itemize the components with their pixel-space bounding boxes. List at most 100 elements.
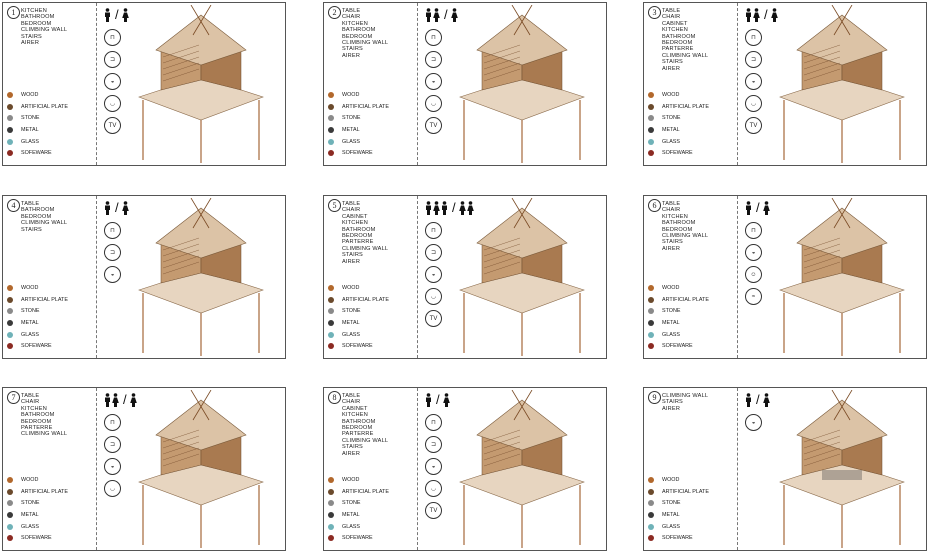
wall-slat [483, 453, 521, 467]
legend-swatch [328, 150, 334, 157]
wall-slat [803, 261, 841, 275]
roof-mast [833, 5, 853, 36]
program-item: STAIRS [21, 226, 42, 233]
wall-slat [803, 249, 841, 263]
legend-swatch [648, 523, 654, 530]
legend-label: GLASS [342, 138, 360, 145]
program-item: CLIMBING WALL [21, 431, 68, 438]
tv-icon: TV [425, 117, 442, 134]
axonometric-house-drawing [138, 198, 264, 356]
wall-slat [803, 44, 841, 58]
legend-label: METAL [21, 512, 39, 519]
table-icon: ⊓ [745, 29, 762, 46]
program-item: TABLE [342, 8, 361, 14]
legend-swatch [648, 92, 654, 99]
person-icon [112, 393, 119, 407]
roof [476, 207, 568, 259]
wall-slat [803, 255, 841, 269]
legend-label: GLASS [662, 523, 680, 530]
legend-entry: METAL [328, 317, 389, 329]
roof-mast [190, 5, 210, 36]
legend-entry: ARTIFICIAL PLATE [7, 294, 68, 306]
wall-slat [162, 453, 200, 467]
tv-icon: TV [745, 117, 762, 134]
floor-platform [459, 269, 585, 314]
legend-label: STONE [21, 308, 40, 315]
legend-entry: WOOD [648, 282, 709, 294]
legend-swatch [328, 127, 334, 134]
program-item: TABLE [21, 201, 40, 207]
legend-entry: STONE [648, 306, 709, 318]
table-icon: ⊓ [104, 222, 121, 239]
legend-label: METAL [342, 320, 360, 327]
legend-swatch [328, 500, 334, 507]
legend-label: SOFEWARE [662, 150, 693, 157]
legend-label: SOFEWARE [21, 150, 52, 157]
wall-slat [483, 44, 521, 58]
legend-label: STONE [662, 115, 681, 122]
bathtub-icon: ◡ [104, 95, 121, 112]
legend-entry: SOFEWARE [648, 532, 709, 544]
legend-swatch [7, 523, 13, 530]
wall-slat [803, 453, 841, 467]
legend-entry: SOFEWARE [648, 340, 709, 352]
legend-label: SOFEWARE [662, 343, 693, 350]
legend-swatch [648, 535, 654, 542]
legend-entry: METAL [328, 509, 389, 521]
chair-icon: ⊐ [104, 244, 121, 261]
stair-opening [822, 470, 862, 480]
legend-swatch [648, 285, 654, 292]
program-item: CLIMBING WALL [662, 52, 709, 59]
program-item: TABLE [342, 393, 361, 399]
program-item: BEDROOM [342, 33, 373, 40]
wall-slat [803, 243, 841, 257]
person-icon [433, 8, 440, 22]
roof-mast [190, 390, 210, 421]
legend-entry: ARTIFICIAL PLATE [328, 294, 389, 306]
wall-slat [162, 261, 200, 275]
legend-swatch [328, 296, 334, 303]
occupancy-icons: / [425, 393, 451, 407]
occupancy-icons: / [745, 201, 771, 215]
legend-entry: GLASS [7, 329, 68, 341]
roof-mast [192, 5, 212, 36]
slash-separator: / [115, 7, 119, 22]
program-item: TABLE [21, 393, 40, 399]
program-item: BEDROOM [21, 213, 52, 220]
person-icon [746, 201, 751, 215]
table-icon: ⊓ [745, 222, 762, 239]
legend-entry: METAL [648, 124, 709, 136]
legend-swatch [7, 500, 13, 507]
legend-entry: METAL [7, 317, 68, 329]
legend-entry: ARTIFICIAL PLATE [648, 486, 709, 498]
legend-entry: WOOD [648, 474, 709, 486]
legend-entry: METAL [328, 124, 389, 136]
wall-slat [803, 50, 841, 64]
program-item: STAIRS [662, 239, 683, 246]
person-icon [105, 201, 110, 215]
roof [155, 399, 247, 451]
roof-mast [833, 390, 853, 421]
legend-label: STONE [662, 308, 681, 315]
legend-swatch [7, 92, 13, 99]
axonometric-house-drawing [138, 390, 264, 548]
program-item: BEDROOM [342, 425, 373, 432]
tv-icon: TV [104, 117, 121, 134]
wall-slat [483, 429, 521, 443]
wall-slat [803, 237, 841, 251]
legend-swatch [328, 92, 334, 99]
legend-label: GLASS [21, 523, 39, 530]
program-item: BATHROOM [21, 207, 55, 214]
panel-number: 2 [328, 6, 341, 19]
roof-mast [513, 5, 533, 36]
